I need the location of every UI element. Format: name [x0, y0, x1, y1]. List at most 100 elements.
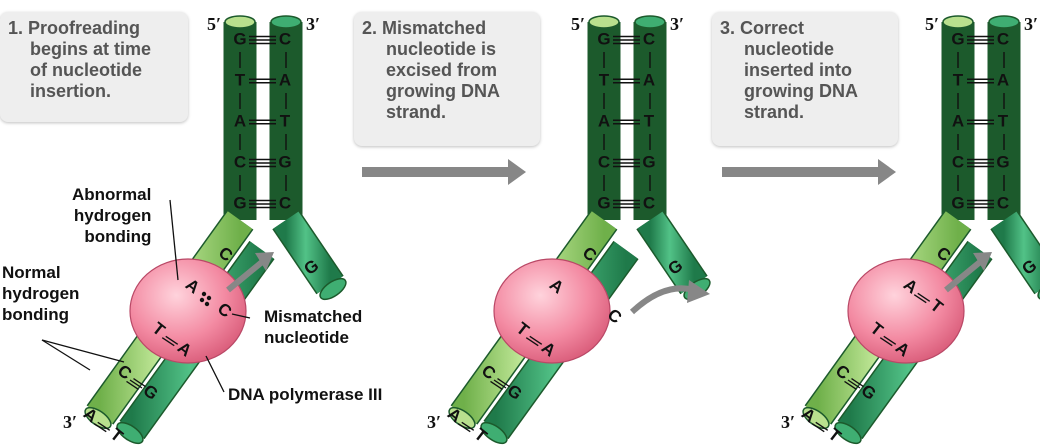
step-2-number: 2.	[362, 18, 378, 38]
normal-line-1: Normal	[2, 263, 61, 282]
base-right-4: C	[643, 193, 655, 212]
step-2-line-3: excised from	[386, 60, 498, 80]
leader-polymerase	[205, 355, 225, 393]
polymerase-label: DNA polymerase III	[228, 384, 382, 405]
new-arm	[637, 211, 707, 294]
step-1-line-4: insertion.	[30, 81, 112, 101]
base-left-2: A	[598, 111, 610, 130]
three-prime-label: 3′	[306, 14, 320, 34]
abnormal-line-3: bonding	[84, 227, 152, 246]
template-cap-top	[942, 15, 974, 29]
base-right-0: C	[279, 29, 291, 48]
growth-arrow	[944, 259, 982, 293]
mismatched-line-1: Mismatched	[264, 307, 363, 326]
lower-hbond-3-1	[461, 421, 475, 431]
normal-bonding-label: Normal hydrogen bonding	[2, 262, 79, 325]
step-3-text: 3. Correct nucleotide inserted into grow…	[720, 18, 858, 123]
lower-hbond-3-0	[93, 423, 107, 433]
step-1-number: 1.	[8, 18, 24, 38]
polymerase-text: DNA polymerase III	[228, 385, 383, 404]
new-cap-top	[988, 15, 1020, 29]
abnormal-line-2: hydrogen	[73, 206, 152, 225]
base-left-0: G	[233, 29, 246, 48]
three-prime-label: 3′	[1024, 14, 1038, 34]
leader-abnormal	[169, 199, 179, 281]
five-prime-label: 5′	[207, 14, 221, 34]
step-3-number: 3.	[720, 18, 736, 38]
mismatched-line-2: nucleotide	[264, 328, 350, 347]
step-3-line-2: nucleotide	[744, 39, 835, 59]
base-left-4: G	[233, 193, 246, 212]
step-arrow-1-shaft	[362, 167, 510, 177]
template-cap-bottom	[84, 406, 112, 430]
base-left-3: C	[952, 152, 964, 171]
lower-hbond-3-0	[811, 423, 825, 433]
step-2-box: 2. Mismatched nucleotide is excised from…	[354, 12, 540, 146]
base-right-0: C	[997, 29, 1009, 48]
base-right-2: T	[644, 111, 655, 130]
leader-normal-2	[41, 339, 125, 363]
template-cap-top	[224, 15, 256, 29]
lower-hbond-3-1	[815, 421, 829, 431]
new-cap-arm	[1037, 277, 1040, 301]
lower-hbond-2-0	[490, 380, 503, 390]
normal-line-2: hydrogen	[2, 284, 80, 303]
lower-hbond-2-2	[133, 378, 146, 388]
step-2-text: 2. Mismatched nucleotide is excised from…	[362, 18, 500, 123]
lower-hbond-2-1	[493, 379, 507, 389]
new-cap-top	[270, 15, 302, 29]
template-cap-top	[588, 15, 620, 29]
step-2-line-4: growing DNA	[386, 81, 500, 101]
base-right-3: G	[996, 152, 1009, 171]
five-prime-label: 5′	[571, 14, 585, 34]
new-arm	[273, 211, 343, 294]
base-right-1: A	[279, 70, 291, 89]
base-right-2: T	[280, 111, 291, 130]
step-1-line-1: Proofreading	[28, 18, 141, 38]
abnormal-bonding-label: Abnormal hydrogen bonding	[72, 184, 151, 247]
lower-hbond-2-2	[497, 378, 510, 388]
step-3-box: 3. Correct nucleotide inserted into grow…	[712, 12, 898, 146]
new-cap-arm	[319, 277, 347, 301]
base-right-1: A	[643, 70, 655, 89]
lower-hbond-1-1	[165, 335, 179, 345]
dot-d	[204, 301, 210, 307]
step-1-line-2: begins at time	[30, 39, 152, 59]
five-prime-label: 5′	[925, 14, 939, 34]
excision-arrow-head	[687, 280, 710, 303]
new-cap-bottom	[480, 421, 508, 445]
step-3-line-5: strand.	[744, 102, 805, 122]
base-left-3: C	[234, 152, 246, 171]
step-arrow-2-head	[878, 159, 896, 185]
lower-hbond-1-0	[161, 337, 175, 347]
leader-mismatched	[231, 313, 251, 319]
lower-hbond-1-1	[883, 335, 897, 345]
base-right-2: T	[998, 111, 1009, 130]
three-prime-bottom-label: 3′	[781, 412, 795, 432]
lower-hbond-1-1	[529, 335, 543, 345]
lower-hbond-1-0	[525, 337, 539, 347]
base-left-4: G	[597, 193, 610, 212]
step-2-line-1: Mismatched	[382, 18, 487, 38]
base-right-4: C	[997, 193, 1009, 212]
polymerase-blob	[847, 258, 965, 364]
base-left-3: C	[598, 152, 610, 171]
template-cap-bottom	[802, 406, 830, 430]
lower-hbond-0-0	[913, 294, 927, 304]
growth-arrow	[226, 259, 264, 293]
normal-line-3: bonding	[2, 305, 70, 324]
base-left-0: G	[951, 29, 964, 48]
new-cap-top	[634, 15, 666, 29]
growth-arrow-head	[255, 252, 274, 271]
base-left-1: T	[953, 70, 964, 89]
lower-hbond-2-0	[126, 380, 139, 390]
three-prime-bottom-label: 3′	[427, 412, 441, 432]
leader-normal-1	[41, 339, 91, 371]
polymerase-blob	[129, 258, 247, 364]
dot-a	[201, 291, 207, 297]
dot-c	[199, 297, 205, 303]
step-3-line-1: Correct	[740, 18, 805, 38]
